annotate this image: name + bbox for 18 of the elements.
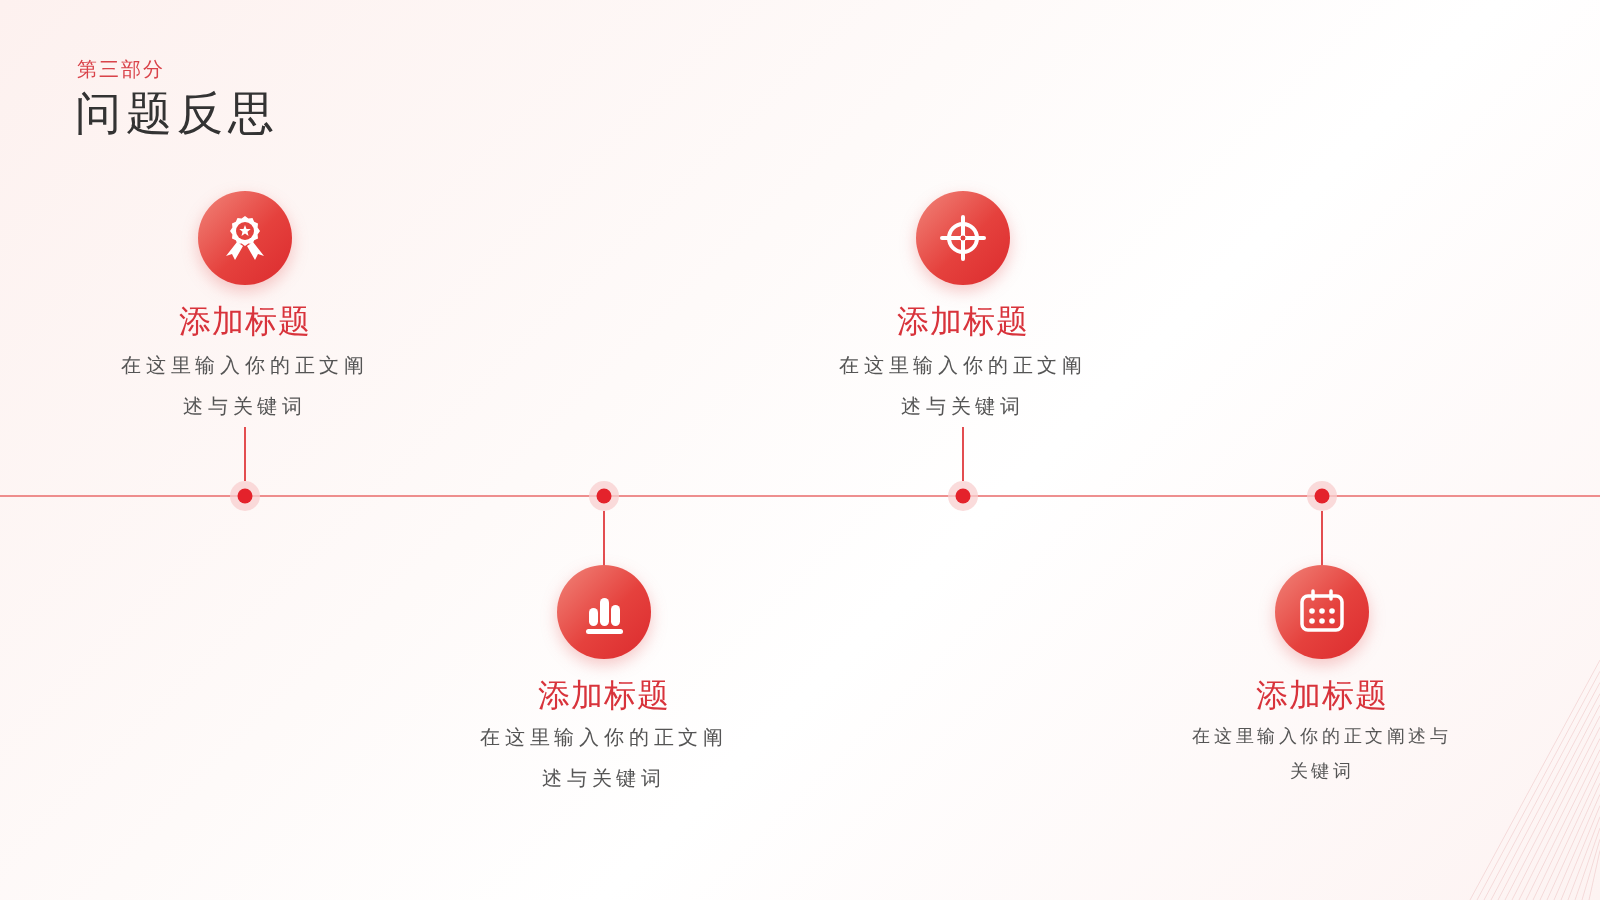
item-description: 在这里输入你的正文阐述与关键词 (479, 725, 729, 791)
item-title: 添加标题 (1256, 676, 1388, 715)
item-title: 添加标题 (897, 302, 1029, 341)
item-title: 添加标题 (179, 302, 311, 341)
timeline-dot (230, 481, 260, 511)
timeline-dot (589, 481, 619, 511)
connector-line (603, 510, 605, 566)
connector-line (244, 426, 246, 482)
connector-line (1321, 510, 1323, 566)
item-description: 在这里输入你的正文阐述与关键词 (838, 353, 1088, 419)
item-title: 添加标题 (538, 676, 670, 715)
item-description: 在这里输入你的正文阐述与关键词 (1191, 725, 1453, 783)
item-description: 在这里输入你的正文阐述与关键词 (120, 353, 370, 419)
page-title: 问题反思 (75, 87, 279, 141)
connector-line (962, 426, 964, 482)
section-label: 第三部分 (77, 57, 165, 81)
timeline-dot (1307, 481, 1337, 511)
timeline-dot (948, 481, 978, 511)
